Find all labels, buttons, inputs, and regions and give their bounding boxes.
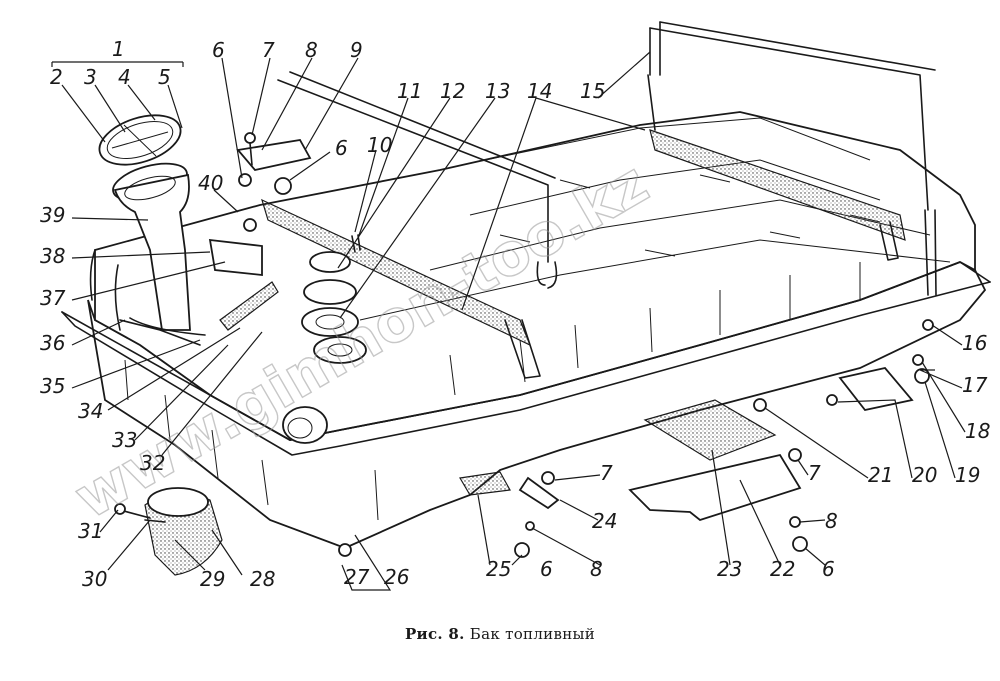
callout-18: 18: [965, 419, 990, 443]
caption-text: Бак топливный: [469, 625, 596, 643]
callout-28: 28: [250, 567, 275, 591]
callout-37: 37: [40, 286, 66, 310]
fasteners: [114, 132, 934, 558]
callout-8c: 8: [825, 509, 838, 533]
callout-35: 35: [40, 374, 65, 398]
callout-26: 26: [384, 565, 409, 589]
callout-22: 22: [770, 557, 795, 581]
caption-label: Рис. 8.: [404, 625, 465, 643]
filler-neck: [98, 114, 191, 331]
figure-caption: Рис. 8. Бак топливный: [0, 625, 1000, 643]
callout-21: 21: [868, 463, 893, 487]
callout-33: 33: [112, 428, 137, 452]
callout-8b: 8: [590, 557, 603, 581]
brackets: [119, 139, 914, 522]
callout-8: 8: [305, 38, 318, 62]
callout-11: 11: [397, 79, 422, 103]
callout-10: 10: [367, 133, 392, 157]
callout-13: 13: [485, 79, 510, 103]
sender-unit: [301, 234, 367, 364]
callout-19: 19: [955, 463, 980, 487]
callout-20: 20: [912, 463, 937, 487]
callout-31: 31: [78, 519, 103, 543]
callout-32: 32: [140, 451, 165, 475]
callout-4: 4: [118, 65, 131, 89]
callout-6: 6: [212, 38, 225, 62]
callout-2: 2: [50, 65, 63, 89]
callout-5: 5: [158, 65, 171, 89]
callout-7: 7: [262, 38, 275, 62]
callout-17: 17: [962, 373, 988, 397]
callout-24: 24: [592, 509, 617, 533]
callout-39: 39: [40, 203, 65, 227]
callout-25: 25: [486, 557, 511, 581]
tank-body: [61, 111, 991, 549]
callout-1: 1: [112, 37, 125, 61]
callout-labels: 1 2 3 4 5 6 7 8 9 6 10 11 12 13 14 15 39…: [40, 37, 990, 591]
callout-3: 3: [84, 65, 97, 89]
leader-lines: [51, 51, 966, 591]
callout-7b: 7: [600, 461, 613, 485]
callout-7c: 7: [808, 461, 821, 485]
callout-40: 40: [198, 171, 223, 195]
callout-16: 16: [962, 331, 987, 355]
callout-6c: 6: [540, 557, 553, 581]
callout-36: 36: [40, 331, 65, 355]
callout-6d: 6: [822, 557, 835, 581]
callout-14: 14: [527, 79, 552, 103]
callout-9: 9: [350, 38, 363, 62]
callout-15: 15: [580, 79, 605, 103]
callout-6b: 6: [335, 136, 348, 160]
callout-29: 29: [200, 567, 225, 591]
callout-12: 12: [440, 79, 465, 103]
callout-30: 30: [82, 567, 107, 591]
callout-38: 38: [40, 244, 65, 268]
callout-34: 34: [78, 399, 103, 423]
callout-27: 27: [344, 565, 370, 589]
callout-23: 23: [717, 557, 742, 581]
